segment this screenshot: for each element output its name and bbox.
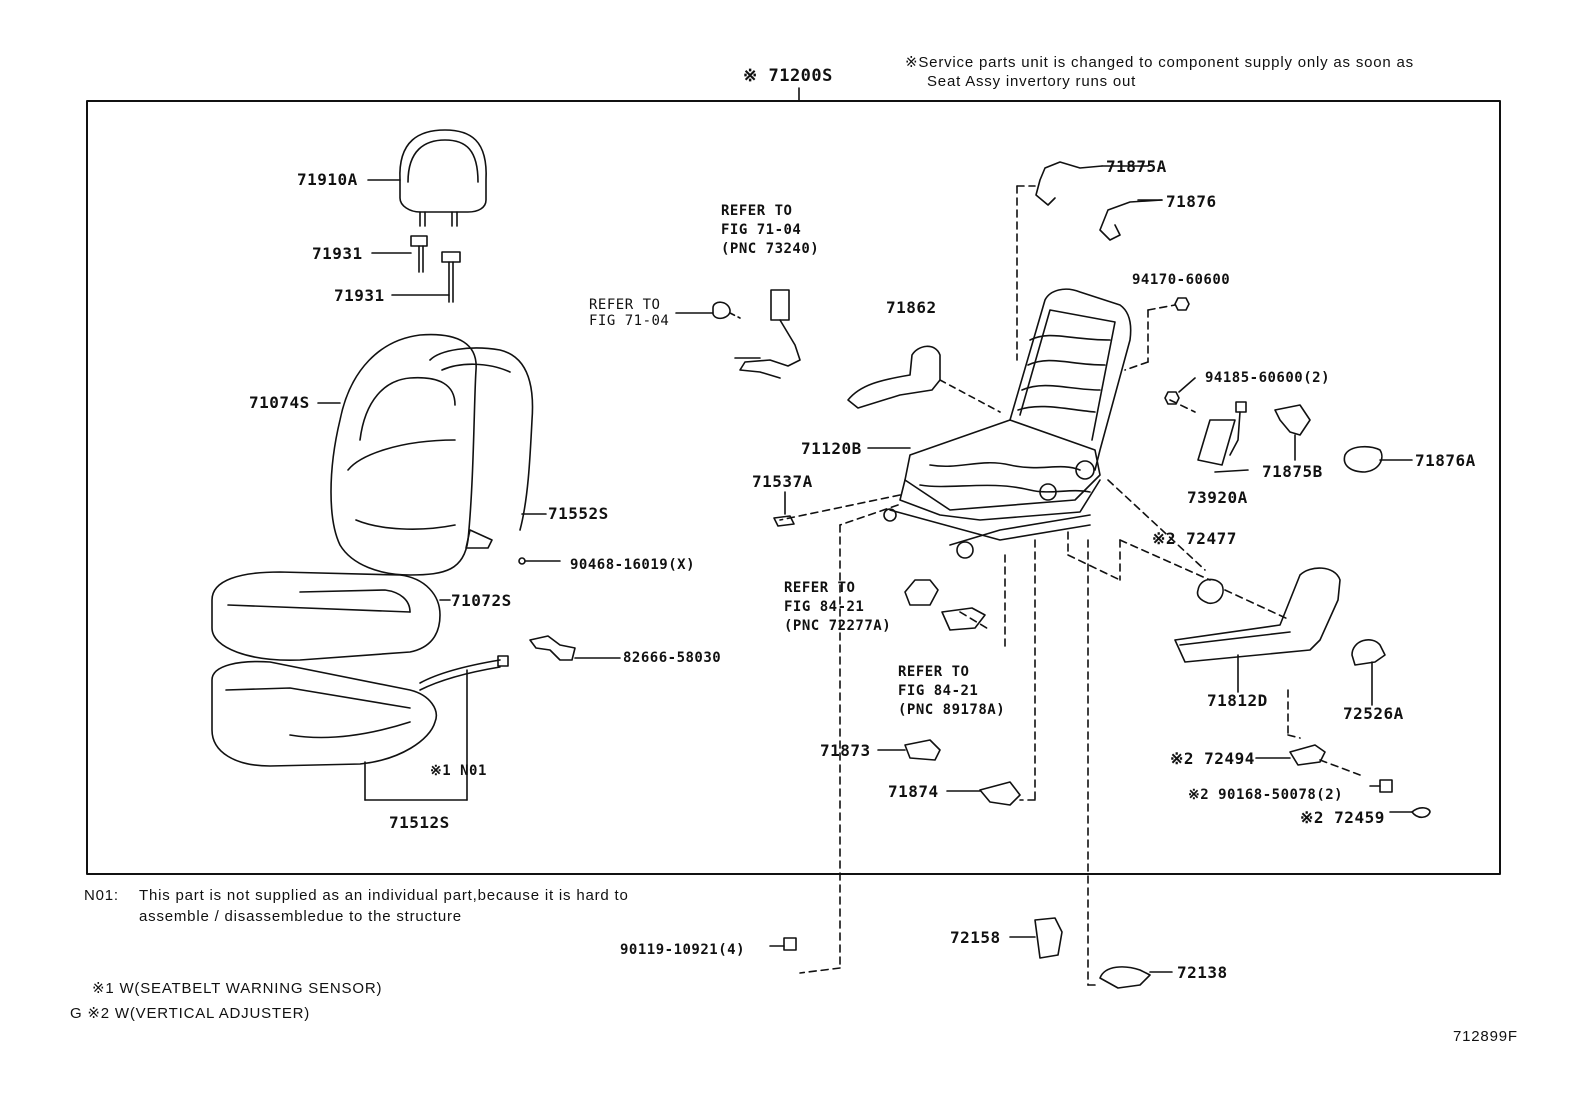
part-71552s[interactable]: 71552S	[548, 504, 609, 523]
buckle-drawing	[675, 289, 801, 379]
cover-71876a-drawing	[1343, 445, 1383, 473]
part-94185[interactable]: 94185-60600(2)	[1205, 370, 1331, 386]
part-71074s[interactable]: 71074S	[249, 393, 310, 412]
part-72158[interactable]: 72158	[950, 928, 1001, 947]
part-90119[interactable]: 90119-10921(4)	[620, 942, 746, 958]
part-71812d[interactable]: 71812D	[1207, 691, 1268, 710]
part-n01[interactable]: ※1 N01	[430, 763, 487, 779]
side-shield-drawing	[1174, 567, 1341, 693]
part-82666[interactable]: 82666-58030	[623, 650, 722, 666]
part-71874[interactable]: 71874	[888, 782, 939, 801]
part-71876[interactable]: 71876	[1166, 192, 1217, 211]
part-72138[interactable]: 72138	[1177, 963, 1228, 982]
bracket-71875b-drawing	[1274, 404, 1311, 436]
part-72459[interactable]: ※2 72459	[1300, 808, 1385, 827]
part-71537a[interactable]: 71537A	[752, 472, 813, 491]
bracket-71875a-drawing	[1035, 161, 1103, 206]
sensor-wire-drawing	[419, 557, 561, 691]
leader-lines	[779, 185, 1361, 986]
seat-frame-drawing	[867, 288, 1132, 559]
reference-fig-71-04-pnc-73240[interactable]: REFER TO FIG 71-04 (PNC 73240)	[721, 203, 820, 257]
part-72526a[interactable]: 72526A	[1343, 704, 1404, 723]
n01-label: N01:	[84, 887, 119, 904]
footnote-mark-1: ※1 W(SEATBELT WARNING SENSOR)	[92, 980, 383, 997]
part-72477[interactable]: ※2 72477	[1152, 529, 1237, 548]
part-71931-upper[interactable]: 71931	[312, 244, 363, 263]
knob-72494-drawing	[1289, 744, 1326, 766]
headrest-drawing	[367, 129, 487, 227]
bracket-71876-drawing	[1099, 199, 1163, 241]
part-94170[interactable]: 94170-60600	[1132, 272, 1231, 288]
part-73920a[interactable]: 73920A	[1187, 488, 1248, 507]
footnote-mark-2: G ※2 W(VERTICAL ADJUSTER)	[70, 1005, 311, 1022]
bolt-drawings	[769, 297, 1431, 951]
part-71072s[interactable]: 71072S	[451, 591, 512, 610]
part-72494[interactable]: ※2 72494	[1170, 749, 1255, 768]
seat-cushion-cover-drawing	[211, 571, 468, 801]
part-71875a[interactable]: 71875A	[1106, 157, 1167, 176]
part-90468[interactable]: 90468-16019(X)	[570, 557, 696, 573]
clip-drawing	[529, 635, 576, 661]
part-90168[interactable]: ※2 90168-50078(2)	[1188, 787, 1344, 803]
reference-fig-84-21-pnc-89178a[interactable]: REFER TO FIG 84-21 (PNC 89178A)	[898, 664, 1006, 718]
part-71120b[interactable]: 71120B	[801, 439, 862, 458]
bracket-71874-drawing	[979, 781, 1021, 806]
figure-id: 712899F	[1453, 1028, 1518, 1045]
assembly-frame	[86, 100, 1501, 875]
part-71910a[interactable]: 71910A	[297, 170, 358, 189]
seatback-cover-drawing	[317, 333, 547, 576]
shield-cover-drawing	[847, 345, 941, 409]
service-note-line1: ※Service parts unit is changed to compon…	[905, 54, 1414, 71]
bracket-71873-drawing	[904, 739, 941, 761]
part-71876a[interactable]: 71876A	[1415, 451, 1476, 470]
service-note-line2: Seat Assy invertory runs out	[927, 73, 1137, 90]
part-71862[interactable]: 71862	[886, 298, 937, 317]
cap-71537a-drawing	[773, 515, 795, 527]
part-71931-lower[interactable]: 71931	[334, 286, 385, 305]
harness-connector-drawing	[904, 579, 939, 606]
headrest-guides-drawing	[371, 235, 461, 303]
lever-72526a-drawing	[1351, 639, 1386, 666]
cover-72158-drawing	[1034, 917, 1063, 959]
part-71512s[interactable]: 71512S	[389, 813, 450, 832]
sensor-73920a-drawing	[1197, 401, 1247, 466]
part-71873[interactable]: 71873	[820, 741, 871, 760]
n01-line1: This part is not supplied as an individu…	[139, 887, 629, 904]
reference-fig-84-21-pnc-72277a[interactable]: REFER TO FIG 84-21 (PNC 72277A)	[784, 580, 892, 634]
knob-72477-drawing	[1196, 578, 1224, 605]
n01-line2: assemble / disassembledue to the structu…	[139, 908, 462, 925]
switch-connector-drawing	[941, 607, 986, 631]
part-71875b[interactable]: 71875B	[1262, 462, 1323, 481]
reference-fig-71-04[interactable]: REFER TO FIG 71-04	[589, 297, 670, 329]
assembly-number[interactable]: ※ 71200S	[743, 66, 833, 86]
cover-72138-drawing	[1099, 966, 1151, 989]
